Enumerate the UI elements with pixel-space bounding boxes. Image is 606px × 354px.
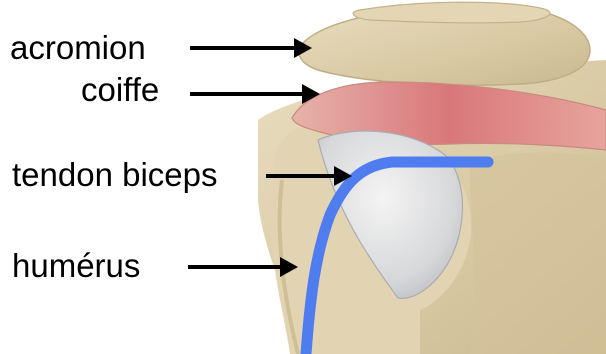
label-coiffe: coiffe — [81, 73, 159, 106]
arrow-humerus — [188, 257, 298, 277]
label-tendon-biceps: tendon biceps — [12, 158, 218, 191]
arrow-acromion — [190, 38, 312, 58]
acromion-upper — [353, 2, 550, 23]
glenoid-shading — [470, 153, 606, 354]
label-acromion: acromion — [10, 31, 146, 64]
label-humerus: humérus — [12, 249, 140, 282]
